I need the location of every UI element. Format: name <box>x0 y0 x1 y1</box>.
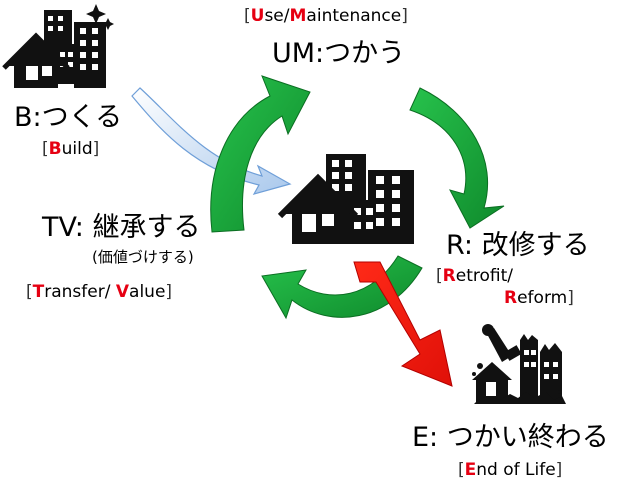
stage-reform-label: R: 改修する <box>446 230 590 261</box>
cycle-arrow-transfer-to-use <box>210 75 311 233</box>
cycle-arrow-reform-to-transfer <box>261 255 423 320</box>
demolition-icon <box>472 324 566 404</box>
entry-arrow <box>131 87 292 195</box>
stage-build-label: B:つくる <box>14 102 123 133</box>
stage-build-english: [Build] <box>42 139 100 159</box>
stage-reform-english-1: [Retrofit/ <box>436 266 513 286</box>
city-building-icon <box>2 4 114 88</box>
stage-use-label: UM:つかう <box>272 38 406 69</box>
cycle-arrow-use-to-reform <box>409 87 505 229</box>
stage-reform-english-2: Reform] <box>504 288 574 308</box>
stage-use-english: [Use/Maintenance] <box>244 6 408 26</box>
stage-transfer-label: TV: 継承する <box>42 212 201 243</box>
stage-end-english: [End of Life] <box>458 460 563 480</box>
central-building-icon <box>277 154 414 244</box>
stage-transfer-english: [Transfer/ Value] <box>26 282 173 302</box>
end-of-life-arrow <box>353 261 453 387</box>
stage-end-label: E: つかい終わる <box>412 422 609 453</box>
stage-transfer-note: (価値づけする) <box>92 248 194 266</box>
